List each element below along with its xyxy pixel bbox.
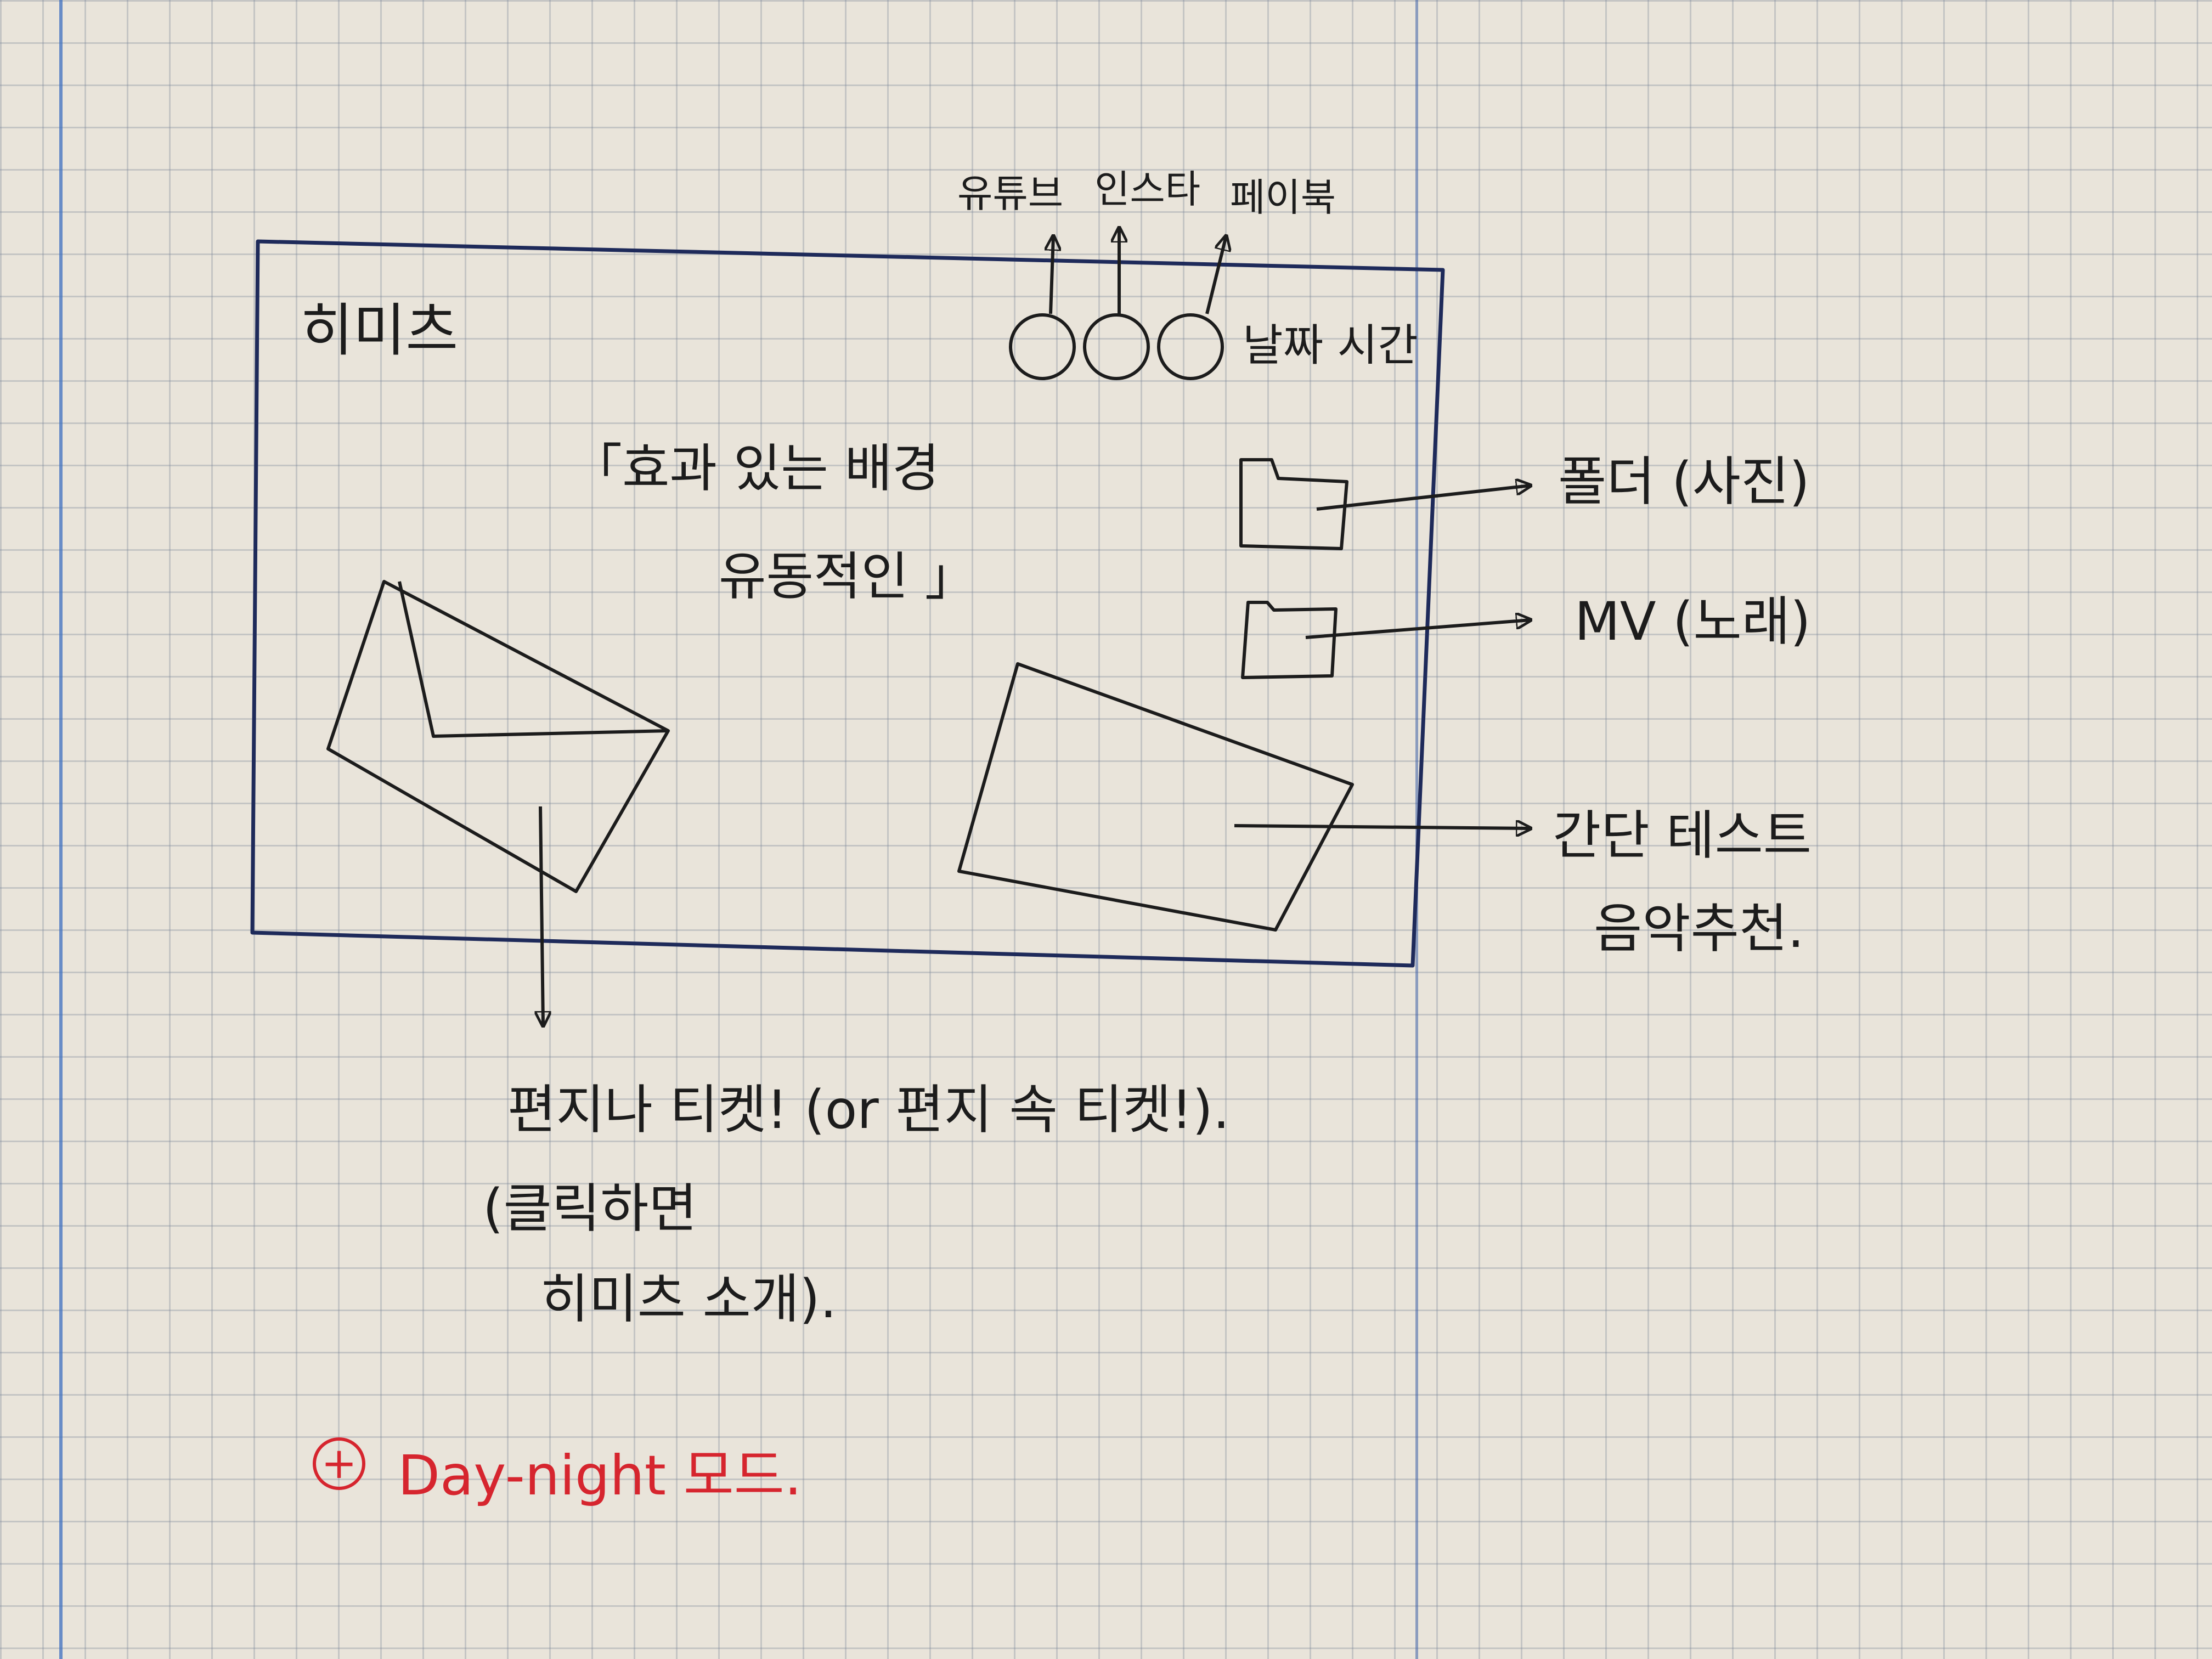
photo-folder-icon[interactable] <box>1239 458 1348 550</box>
folder-photos-label: 폴더 (사진) <box>1558 451 1810 512</box>
card-label-line1: 간단 테스트 <box>1553 805 1812 866</box>
mv-folder-arrow <box>1305 620 1531 639</box>
facebook-circle-icon[interactable] <box>1157 313 1224 380</box>
envelope-note-line3: 히미츠 소개). <box>540 1268 837 1330</box>
site-title: 히미츠 <box>301 297 459 364</box>
instagram-circle-icon[interactable] <box>1083 313 1150 380</box>
envelope-arrow <box>540 806 543 1026</box>
website-frame <box>250 239 1445 968</box>
notebook-margin-line <box>59 0 63 1659</box>
facebook-arrow <box>1205 236 1226 314</box>
plus-circle-icon: + <box>313 1437 365 1490</box>
photo-folder-arrow <box>1316 486 1531 511</box>
envelope-note-line1: 편지나 티켓! (or 편지 속 티켓!). <box>507 1079 1230 1141</box>
mv-folder-icon[interactable] <box>1241 601 1338 679</box>
music-test-card[interactable] <box>957 662 1354 932</box>
music-card-arrow <box>1234 826 1531 828</box>
background-note-line1: 「효과 있는 배경 <box>571 439 940 499</box>
folder-mv-label: MV (노래) <box>1575 591 1811 652</box>
day-night-mode-note: Day-night 모드. <box>398 1443 802 1508</box>
envelope-ticket-shape[interactable] <box>326 580 670 893</box>
social-label-instagram: 인스타 <box>1094 167 1201 212</box>
card-label-line2: 음악추천. <box>1594 898 1804 960</box>
social-label-facebook: 페이북 <box>1230 175 1336 220</box>
youtube-circle-icon[interactable] <box>1009 313 1076 380</box>
envelope-note-line2: (클릭하면 <box>483 1178 697 1239</box>
youtube-arrow <box>1051 236 1053 314</box>
social-label-youtube: 유튜브 <box>957 171 1064 216</box>
datetime-label: 날짜 시간 <box>1243 320 1418 371</box>
envelope-flap <box>398 581 669 738</box>
background-note-line2: 유동적인 」 <box>719 547 977 607</box>
